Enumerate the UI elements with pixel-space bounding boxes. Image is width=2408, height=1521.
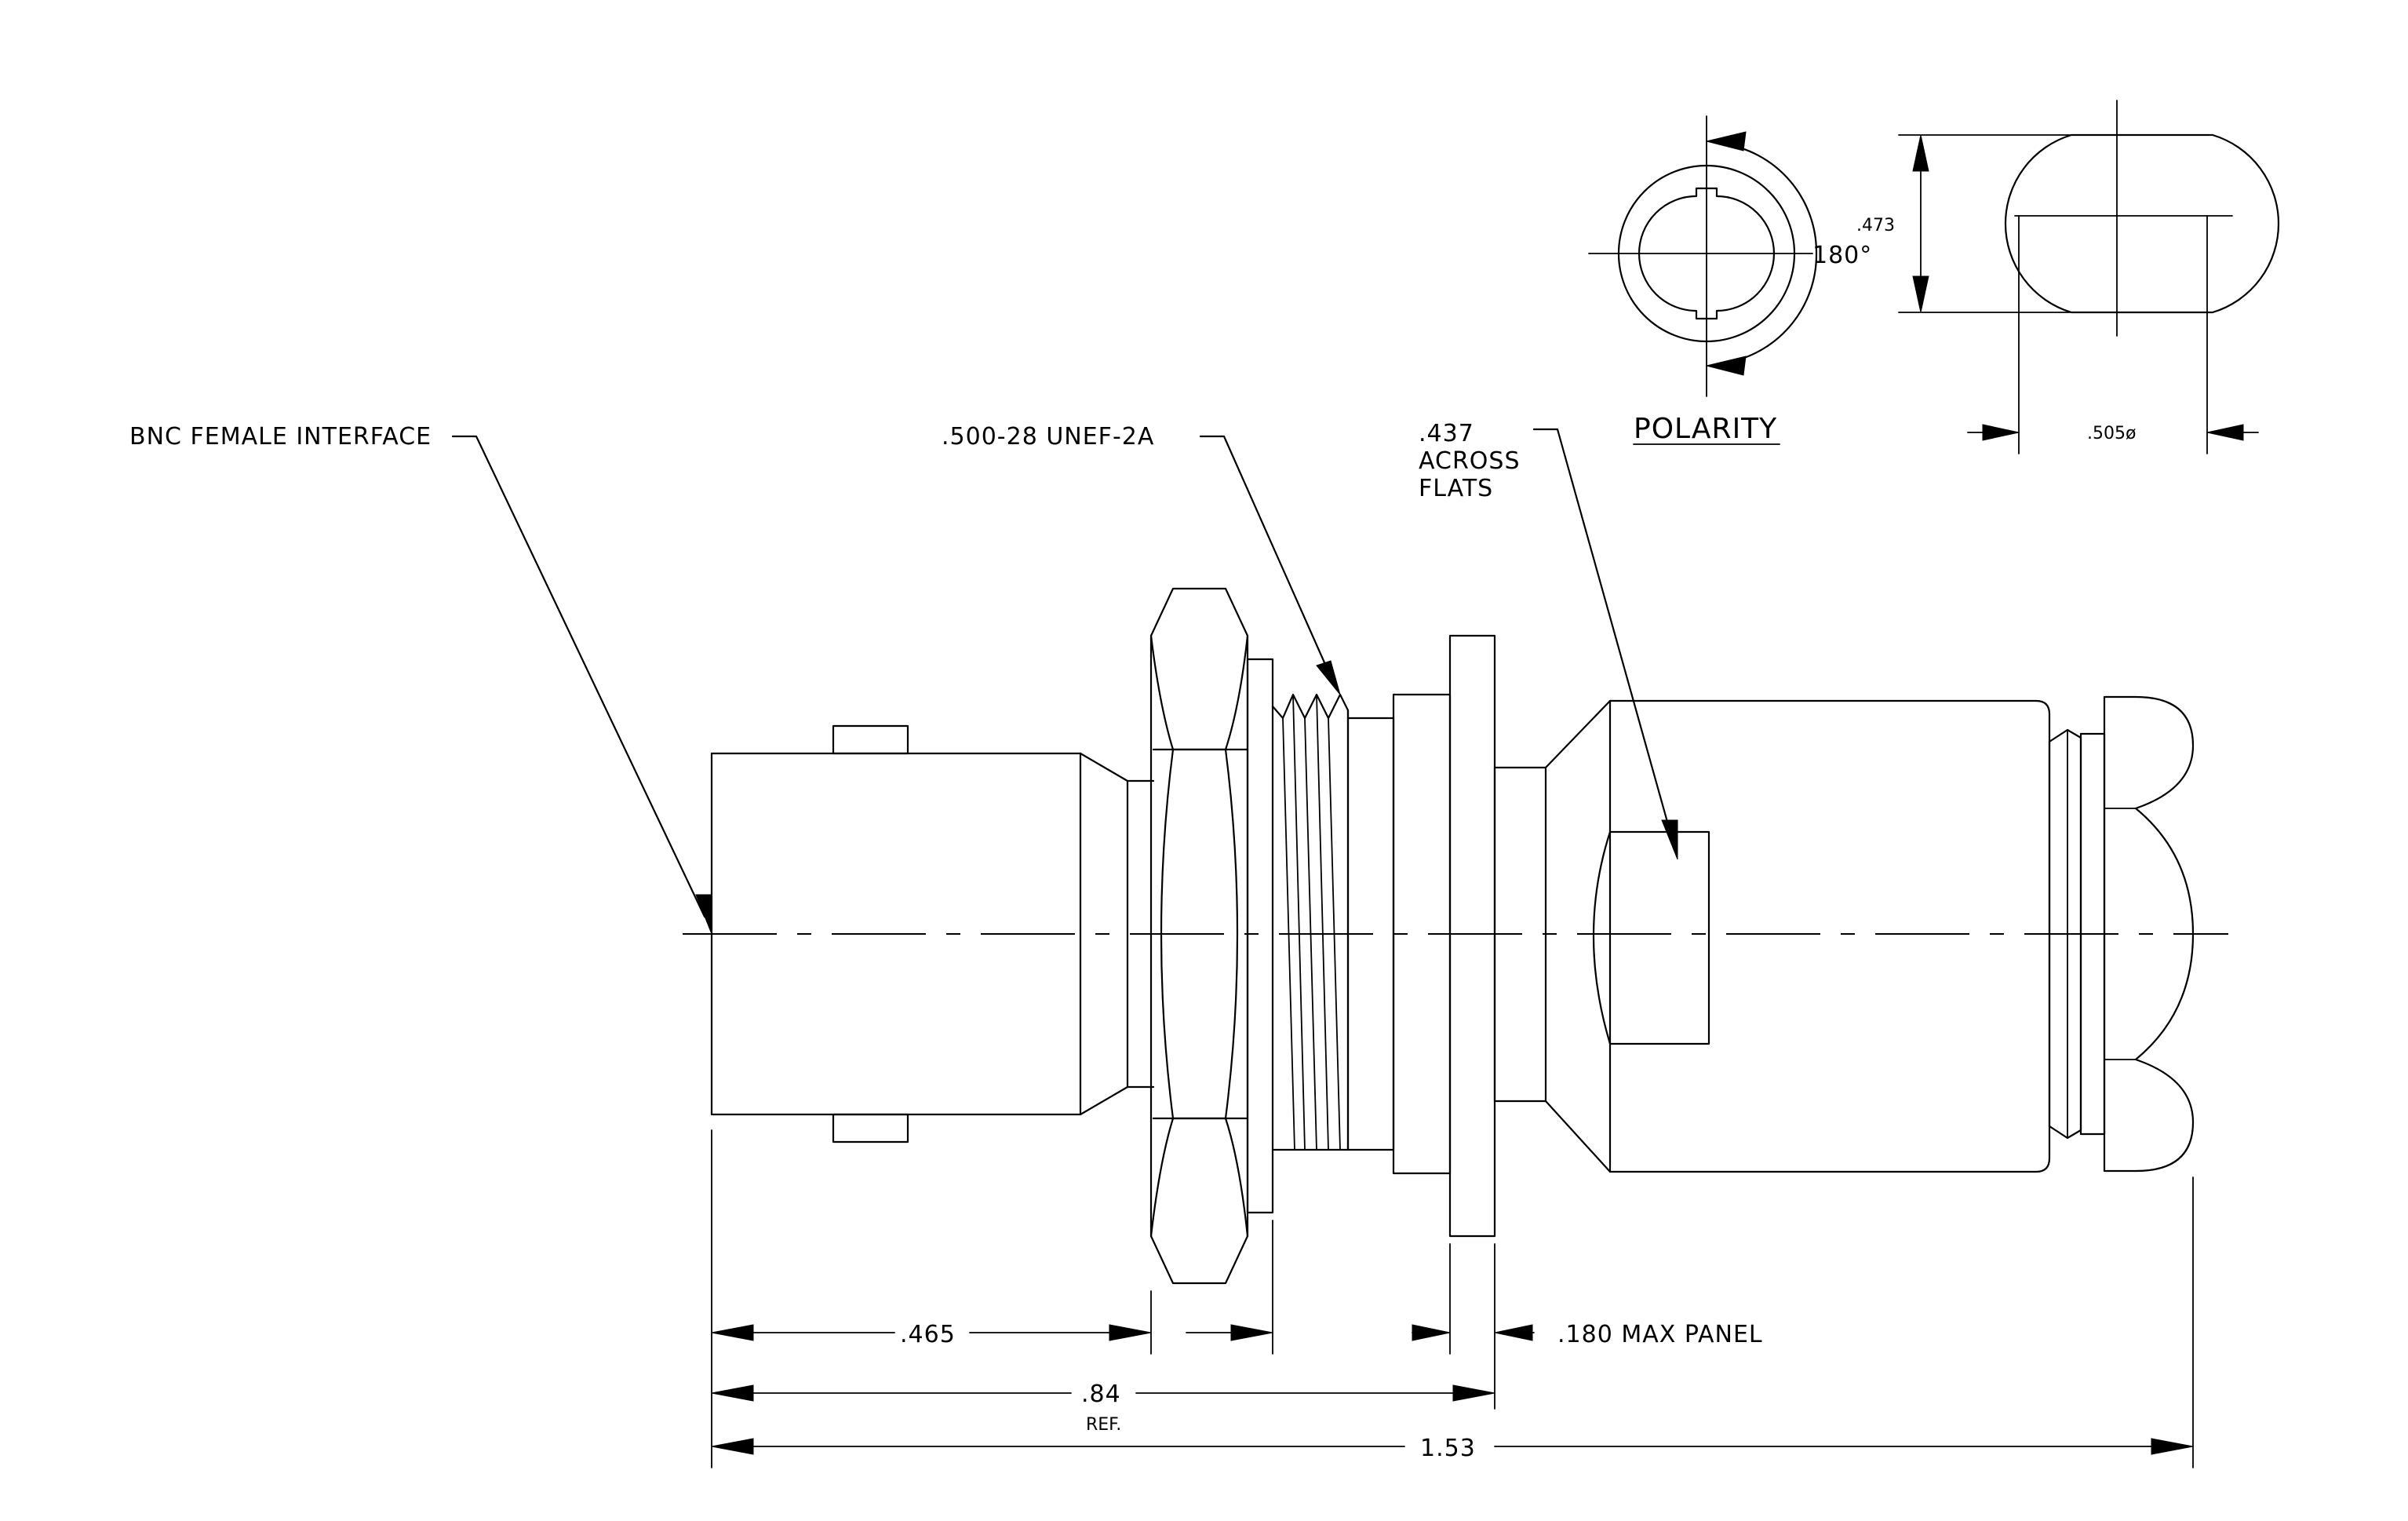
arrow-bnc [695, 894, 712, 935]
hex-nut-face-top [1149, 634, 1249, 751]
flange [1448, 634, 1496, 1238]
dim153-arrow-left [711, 1438, 754, 1455]
leader-thread [1199, 435, 1332, 677]
bayonet-pin-bottom [832, 1113, 909, 1143]
label-thread-spec: .500-28 UNEF-2A [942, 423, 1154, 450]
d-height-arrow-top [1912, 134, 1929, 172]
leader-bnc [451, 435, 706, 918]
d-height-arrow-bottom [1912, 275, 1929, 313]
thread-line-4 [1292, 694, 1306, 1151]
d-profile-outline [2004, 133, 2280, 314]
label-polarity-angle: 180° [1812, 242, 1872, 269]
d-profile-view: .473 .505ø [1856, 100, 2280, 454]
label-across-flats-1: .437 [1419, 420, 1474, 447]
bottom-dimensions: .465 .180 MAX PANEL .84 REF. 1.53 [711, 1129, 2194, 1468]
polarity-outer-circle [1617, 164, 1796, 343]
thread-line-1 [1282, 717, 1295, 1151]
hex-nut-face-mid [1160, 748, 1239, 1120]
rear-nut [2103, 695, 2195, 1173]
d-dia-arrow-left [1982, 424, 2020, 441]
neck [1493, 766, 1547, 1103]
label-max-panel: .180 MAX PANEL [1557, 1321, 1763, 1348]
thread-line-2 [1304, 717, 1317, 1151]
crimp-taper-top [1544, 699, 2038, 769]
label-dim-153: 1.53 [1420, 1435, 1476, 1462]
dim153-arrow-right [2151, 1438, 2194, 1455]
taper-bottom [1079, 1085, 1155, 1116]
polarity-rotation-arc-bottom [1721, 252, 1818, 365]
taper-top [1079, 752, 1155, 782]
bayonet-pin-top [832, 724, 909, 755]
label-across-flats-2: ACROSS [1419, 447, 1521, 475]
hex-nut-face-bottom [1149, 1117, 1249, 1238]
panel-dim-arrow-left [1412, 1324, 1451, 1341]
label-dim-84: .84 [1081, 1381, 1121, 1408]
d-dia-arrow-right [2206, 424, 2244, 441]
crimp-taper-bottom [1544, 1100, 2038, 1173]
dim84-arrow-left [711, 1384, 754, 1402]
callouts: BNC FEMALE INTERFACE .500-28 UNEF-2A .43… [129, 420, 1678, 935]
polarity-arrow-bottom [1706, 356, 1747, 376]
polarity-key-profile [1638, 187, 1776, 320]
washer-dim-arrow [1230, 1324, 1273, 1341]
thread-line-5 [1316, 694, 1329, 1151]
dim465-arrow-right [1109, 1324, 1152, 1341]
polarity-arrow-top [1706, 131, 1747, 151]
label-height-dim: .473 [1856, 216, 1895, 235]
thread-profile-top [1271, 693, 1350, 720]
arrow-thread [1316, 660, 1341, 695]
hex-nut [1149, 587, 1249, 1285]
polarity-view: 180° POLARITY [1588, 115, 1872, 445]
dim84-arrow-right [1452, 1384, 1495, 1402]
polarity-rotation-arc-top [1721, 142, 1818, 255]
panel-dim-arrow-right [1494, 1324, 1533, 1341]
arrow-across-flats [1661, 819, 1678, 860]
label-dim-465: .465 [900, 1321, 956, 1348]
connector-side-view [683, 587, 2228, 1285]
label-bnc-interface: BNC FEMALE INTERFACE [129, 423, 432, 450]
crimp-body-end [2035, 699, 2051, 1173]
leader-across-flats [1532, 428, 1673, 837]
label-polarity: POLARITY [1634, 413, 1777, 445]
thread-line-3 [1328, 717, 1341, 1151]
label-diameter-dim: .505ø [2087, 424, 2136, 443]
across-flats-face [1592, 830, 1710, 1045]
label-across-flats-3: FLATS [1419, 475, 1493, 502]
label-dim-ref: REF. [1086, 1415, 1121, 1435]
dim465-arrow-left [711, 1324, 754, 1341]
lock-washer [1246, 658, 1274, 1214]
